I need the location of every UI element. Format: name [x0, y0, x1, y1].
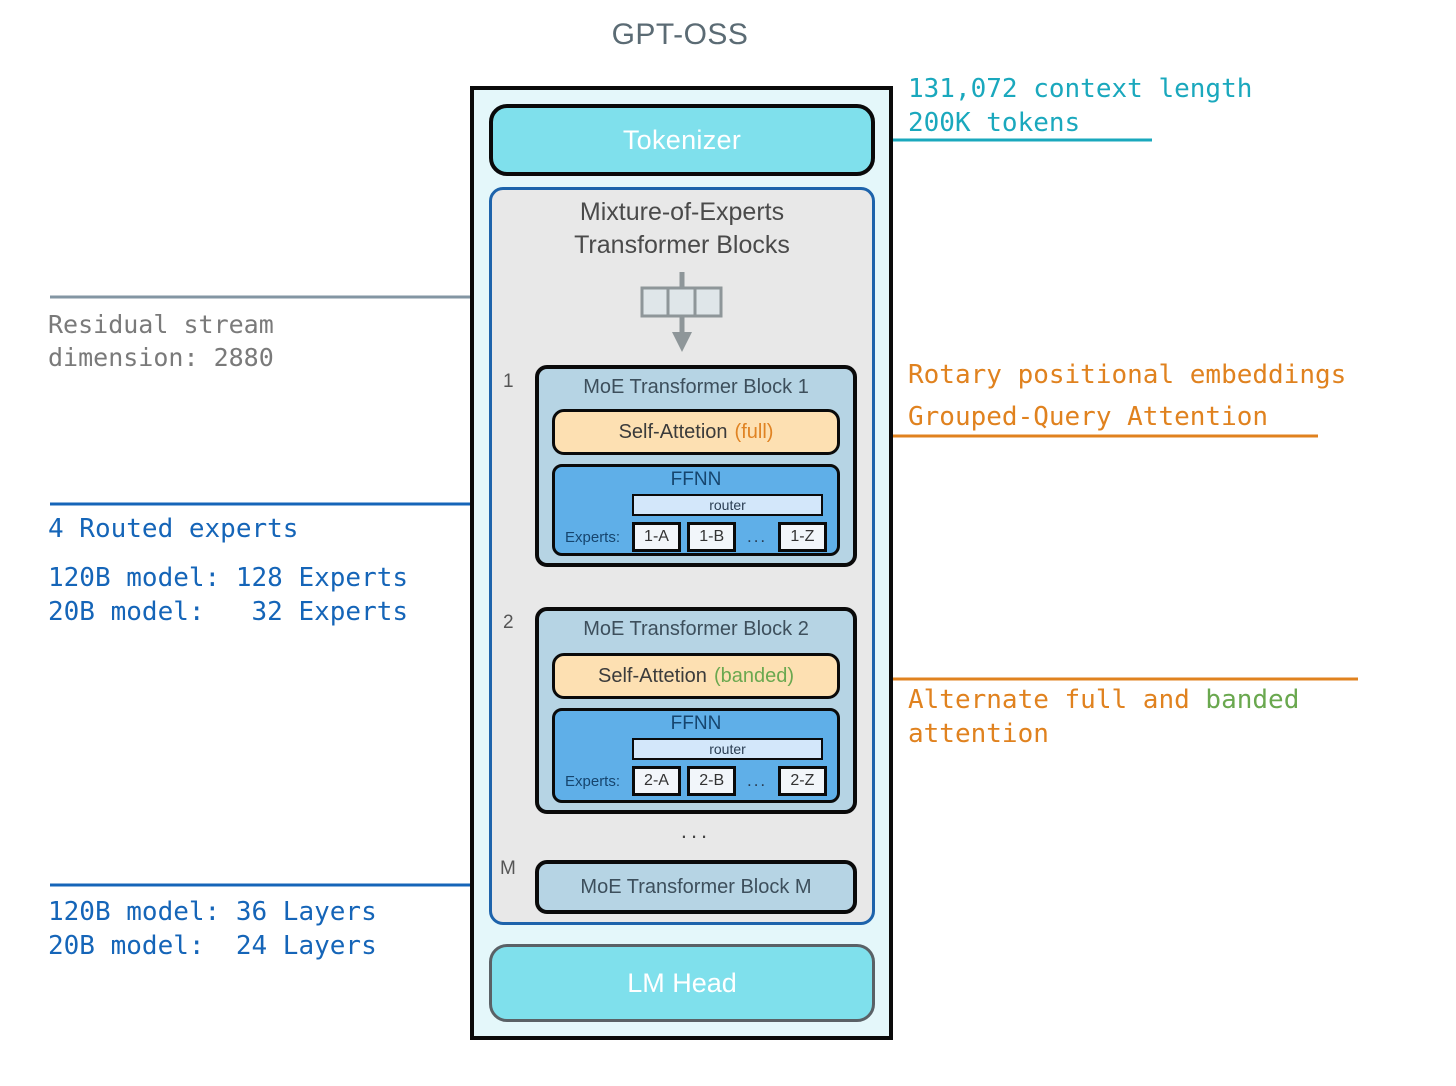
alternate-prefix: Alternate full and [908, 685, 1206, 715]
lm-head-label: LM Head [627, 967, 737, 998]
moe-transformer-block-1[interactable]: MoE Transformer Block 1 Self-Attetion (f… [535, 365, 857, 567]
moe-transformer-block-m[interactable]: MoE Transformer Block M [535, 860, 857, 914]
experts-ellipsis: ... [746, 527, 768, 546]
lm-head-block[interactable]: LM Head [489, 944, 875, 1022]
alternate-banded: banded [1205, 685, 1300, 715]
attention-label: Self-Attetion [618, 420, 728, 443]
experts-row: Experts: 2-A 2-B ... 2-Z [565, 766, 828, 796]
experts-label: Experts: [565, 528, 621, 546]
moe-heading-line-1: Mixture-of-Experts [579, 198, 785, 226]
page-title: GPT-OSS [611, 18, 749, 51]
block-title: MoE Transformer Block 2 [583, 618, 809, 640]
expert-chip[interactable]: 2-Z [777, 766, 828, 796]
alternate-suffix: attention [908, 719, 1049, 749]
experts-label: Experts: [565, 772, 621, 790]
annotation-alternate-attention: Alternate full and banded attention [908, 683, 1299, 751]
tokenizer-block[interactable]: Tokenizer [489, 104, 875, 176]
expert-chip[interactable]: 1-B [687, 522, 737, 552]
router-bar[interactable]: router [632, 738, 823, 760]
moe-transformer-block-2[interactable]: MoE Transformer Block 2 Self-Attetion (b… [535, 607, 857, 814]
block-index-2: 2 [503, 612, 514, 633]
moe-heading: Mixture-of-Experts Transformer Blocks [489, 196, 875, 262]
block-index-m: M [500, 858, 516, 879]
blocks-ellipsis: ... [680, 818, 712, 843]
tokenizer-label: Tokenizer [622, 124, 742, 155]
expert-chip[interactable]: 2-A [631, 766, 682, 796]
annotation-routed-experts: 4 Routed experts [48, 514, 299, 544]
attention-label: Self-Attetion [597, 664, 707, 687]
annotation-residual-stream: Residual stream dimension: 2880 [48, 310, 274, 372]
router-bar[interactable]: router [632, 494, 823, 516]
self-attention-bar-1[interactable]: Self-Attetion (full) [552, 409, 840, 455]
block-index-1: 1 [503, 371, 514, 392]
experts-ellipsis: ... [746, 771, 768, 790]
annotation-expert-counts: 120B model: 128 Experts 20B model: 32 Ex… [48, 563, 409, 627]
moe-heading-line-2: Transformer Blocks [574, 231, 790, 259]
experts-row: Experts: 1-A 1-B ... 1-Z [565, 522, 828, 552]
ffnn-title: FFNN [670, 713, 722, 734]
block-title: MoE Transformer Block 1 [583, 376, 809, 398]
block-title: MoE Transformer Block M [580, 875, 812, 898]
expert-chip[interactable]: 2-B [687, 766, 737, 796]
ffnn-box-2[interactable]: FFNN router Experts: 2-A 2-B ... 2-Z [552, 708, 840, 803]
expert-chip[interactable]: 1-A [631, 522, 682, 552]
expert-chip[interactable]: 1-Z [777, 522, 828, 552]
annotation-context-length: 131,072 context length 200K tokens [908, 74, 1253, 138]
ffnn-box-1[interactable]: FFNN router Experts: 1-A 1-B ... 1-Z [552, 464, 840, 556]
self-attention-bar-2[interactable]: Self-Attetion (banded) [552, 653, 840, 699]
attention-mode: (full) [734, 420, 774, 443]
ffnn-title: FFNN [670, 469, 722, 490]
attention-mode: (banded) [713, 664, 794, 687]
annotation-layer-counts: 120B model: 36 Layers 20B model: 24 Laye… [48, 897, 377, 961]
annotation-rope-gqa: Rotary positional embeddings Grouped-Que… [908, 360, 1347, 432]
residual-stream-icon [634, 272, 730, 352]
